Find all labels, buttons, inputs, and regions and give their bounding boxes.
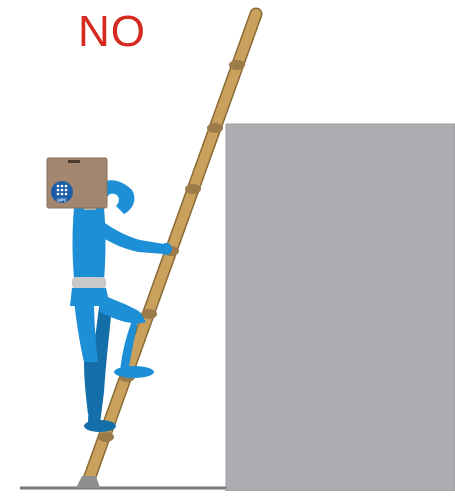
upc-logo-text: UPC — [57, 198, 67, 203]
upc-logo-icon: UPC — [51, 181, 73, 203]
cardboard-box-icon: UPC — [47, 158, 107, 208]
warning-title: NO — [78, 10, 146, 54]
wall-block — [226, 124, 455, 491]
